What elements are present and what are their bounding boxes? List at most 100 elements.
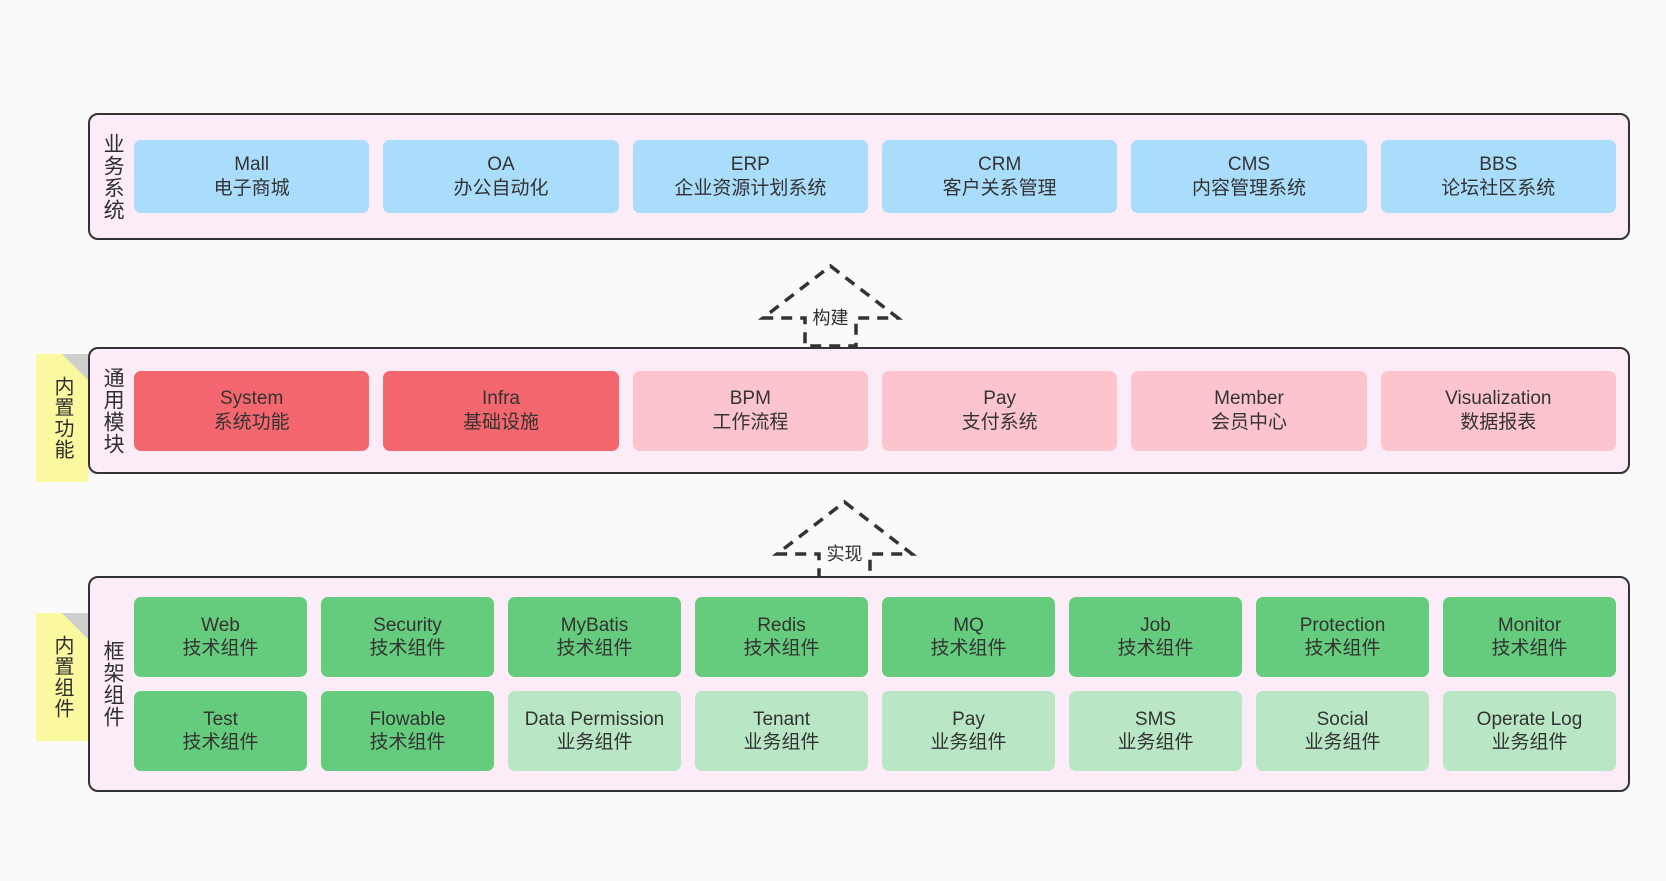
card-erp[interactable]: ERP 企业资源计划系统 (632, 140, 868, 213)
card-subtitle: 业务组件 (556, 732, 633, 753)
layer-body-framework-component: Web 技术组件 Security 技术组件 MyBatis 技术组件 Redi… (134, 578, 1628, 790)
card-subtitle: 业务组件 (1304, 732, 1381, 753)
card-flowable[interactable]: Flowable 技术组件 (321, 691, 494, 771)
card-subtitle: 业务组件 (743, 732, 820, 753)
card-title: Pay (952, 708, 985, 730)
card-subtitle: 基础设施 (462, 411, 539, 433)
card-mybatis[interactable]: MyBatis 技术组件 (508, 597, 681, 677)
card-monitor[interactable]: Monitor 技术组件 (1443, 597, 1616, 677)
card-visualization[interactable]: Visualization 数据报表 (1380, 370, 1616, 451)
layer-common-module: 通用模块 System 系统功能 Infra 基础设施 BPM 工作流程 Pay… (88, 347, 1630, 474)
card-title: Infra (481, 388, 520, 410)
card-test[interactable]: Test 技术组件 (134, 691, 307, 771)
card-subtitle: 企业资源计划系统 (674, 177, 827, 199)
card-social[interactable]: Social 业务组件 (1256, 691, 1429, 771)
card-subtitle: 技术组件 (182, 638, 259, 659)
card-subtitle: 技术组件 (1117, 638, 1194, 659)
card-title: MQ (953, 614, 984, 636)
note-fold-corner (62, 354, 88, 380)
card-subtitle: 数据报表 (1460, 411, 1537, 433)
card-title: CMS (1227, 154, 1271, 176)
layer-label-common-module: 通用模块 (101, 366, 125, 455)
card-title: Social (1316, 708, 1369, 730)
card-subtitle: 客户关系管理 (942, 177, 1057, 199)
card-title: Operate Log (1476, 708, 1583, 730)
card-title: Mall (234, 154, 270, 176)
card-subtitle: 支付系统 (961, 411, 1038, 433)
card-title: CRM (978, 154, 1022, 176)
card-bpm[interactable]: BPM 工作流程 (632, 370, 868, 451)
card-title: Tenant (752, 708, 811, 730)
card-title: BBS (1479, 154, 1518, 176)
card-operate-log[interactable]: Operate Log 业务组件 (1443, 691, 1616, 771)
card-subtitle: 技术组件 (556, 638, 633, 659)
card-subtitle: 技术组件 (1491, 638, 1568, 659)
build-arrow-label: 构建 (809, 304, 852, 330)
card-title: Data Permission (524, 708, 665, 730)
card-subtitle: 技术组件 (369, 732, 446, 753)
card-sms[interactable]: SMS 业务组件 (1069, 691, 1242, 771)
card-subtitle: 工作流程 (712, 411, 789, 433)
layer-business-system: 业务系统 Mall 电子商城 OA 办公自动化 ERP 企业资源计划系统 CRM… (88, 113, 1630, 240)
card-title: Redis (757, 614, 806, 636)
card-protection[interactable]: Protection 技术组件 (1256, 597, 1429, 677)
card-redis[interactable]: Redis 技术组件 (695, 597, 868, 677)
card-tenant[interactable]: Tenant 业务组件 (695, 691, 868, 771)
build-arrow-shape (757, 263, 904, 348)
note-label: 内置功能 (51, 376, 73, 460)
card-row: Mall 电子商城 OA 办公自动化 ERP 企业资源计划系统 CRM 客户关系… (134, 140, 1616, 213)
card-title: Member (1214, 388, 1284, 410)
card-subtitle: 技术组件 (930, 638, 1007, 659)
implement-arrow-label: 实现 (823, 540, 866, 566)
card-cms[interactable]: CMS 内容管理系统 (1131, 140, 1367, 213)
card-title: Test (203, 708, 238, 730)
card-mq[interactable]: MQ 技术组件 (882, 597, 1055, 677)
note-builtin-components: 内置组件 (36, 613, 88, 741)
card-security[interactable]: Security 技术组件 (321, 597, 494, 677)
layer-framework-component: 框架组件 Web 技术组件 Security 技术组件 MyBatis 技术组件… (88, 576, 1630, 792)
card-title: MyBatis (560, 614, 629, 636)
card-mall[interactable]: Mall 电子商城 (134, 140, 370, 213)
card-subtitle: 系统功能 (213, 411, 290, 433)
card-title: SMS (1134, 708, 1177, 730)
card-subtitle: 技术组件 (743, 638, 820, 659)
card-title: Web (201, 614, 240, 636)
card-subtitle: 电子商城 (213, 177, 290, 199)
card-title: ERP (730, 154, 770, 176)
card-title: Visualization (1445, 388, 1552, 410)
card-title: Job (1140, 614, 1171, 636)
card-subtitle: 业务组件 (930, 732, 1007, 753)
card-title: Monitor (1497, 614, 1562, 636)
card-oa[interactable]: OA 办公自动化 (383, 140, 619, 213)
card-web[interactable]: Web 技术组件 (134, 597, 307, 677)
note-builtin-features: 内置功能 (36, 354, 88, 482)
card-bbs[interactable]: BBS 论坛社区系统 (1380, 140, 1616, 213)
card-data-permission[interactable]: Data Permission 业务组件 (508, 691, 681, 771)
card-title: BPM (729, 388, 771, 410)
card-member[interactable]: Member 会员中心 (1131, 370, 1367, 451)
card-title: Flowable (369, 708, 446, 730)
card-title: OA (487, 154, 515, 176)
card-subtitle: 会员中心 (1210, 411, 1287, 433)
note-fold-corner (62, 613, 88, 639)
card-title: Security (373, 614, 442, 636)
card-job[interactable]: Job 技术组件 (1069, 597, 1242, 677)
layer-body-business-system: Mall 电子商城 OA 办公自动化 ERP 企业资源计划系统 CRM 客户关系… (134, 115, 1628, 238)
card-subtitle: 办公自动化 (453, 177, 549, 199)
card-system[interactable]: System 系统功能 (134, 370, 370, 451)
card-subtitle: 技术组件 (1304, 638, 1381, 659)
card-title: System (219, 388, 284, 410)
card-row: System 系统功能 Infra 基础设施 BPM 工作流程 Pay 支付系统… (134, 370, 1616, 451)
layer-body-common-module: System 系统功能 Infra 基础设施 BPM 工作流程 Pay 支付系统… (134, 349, 1628, 472)
card-crm[interactable]: CRM 客户关系管理 (881, 140, 1118, 213)
card-pay-business[interactable]: Pay 业务组件 (882, 691, 1055, 771)
card-subtitle: 业务组件 (1117, 732, 1194, 753)
card-subtitle: 技术组件 (369, 638, 446, 659)
build-arrow: 构建 (757, 262, 904, 350)
note-label: 内置组件 (51, 635, 73, 719)
card-infra[interactable]: Infra 基础设施 (383, 370, 619, 451)
card-subtitle: 业务组件 (1491, 732, 1568, 753)
card-title: Protection (1299, 614, 1386, 636)
card-subtitle: 论坛社区系统 (1441, 177, 1556, 199)
card-pay[interactable]: Pay 支付系统 (881, 370, 1118, 451)
